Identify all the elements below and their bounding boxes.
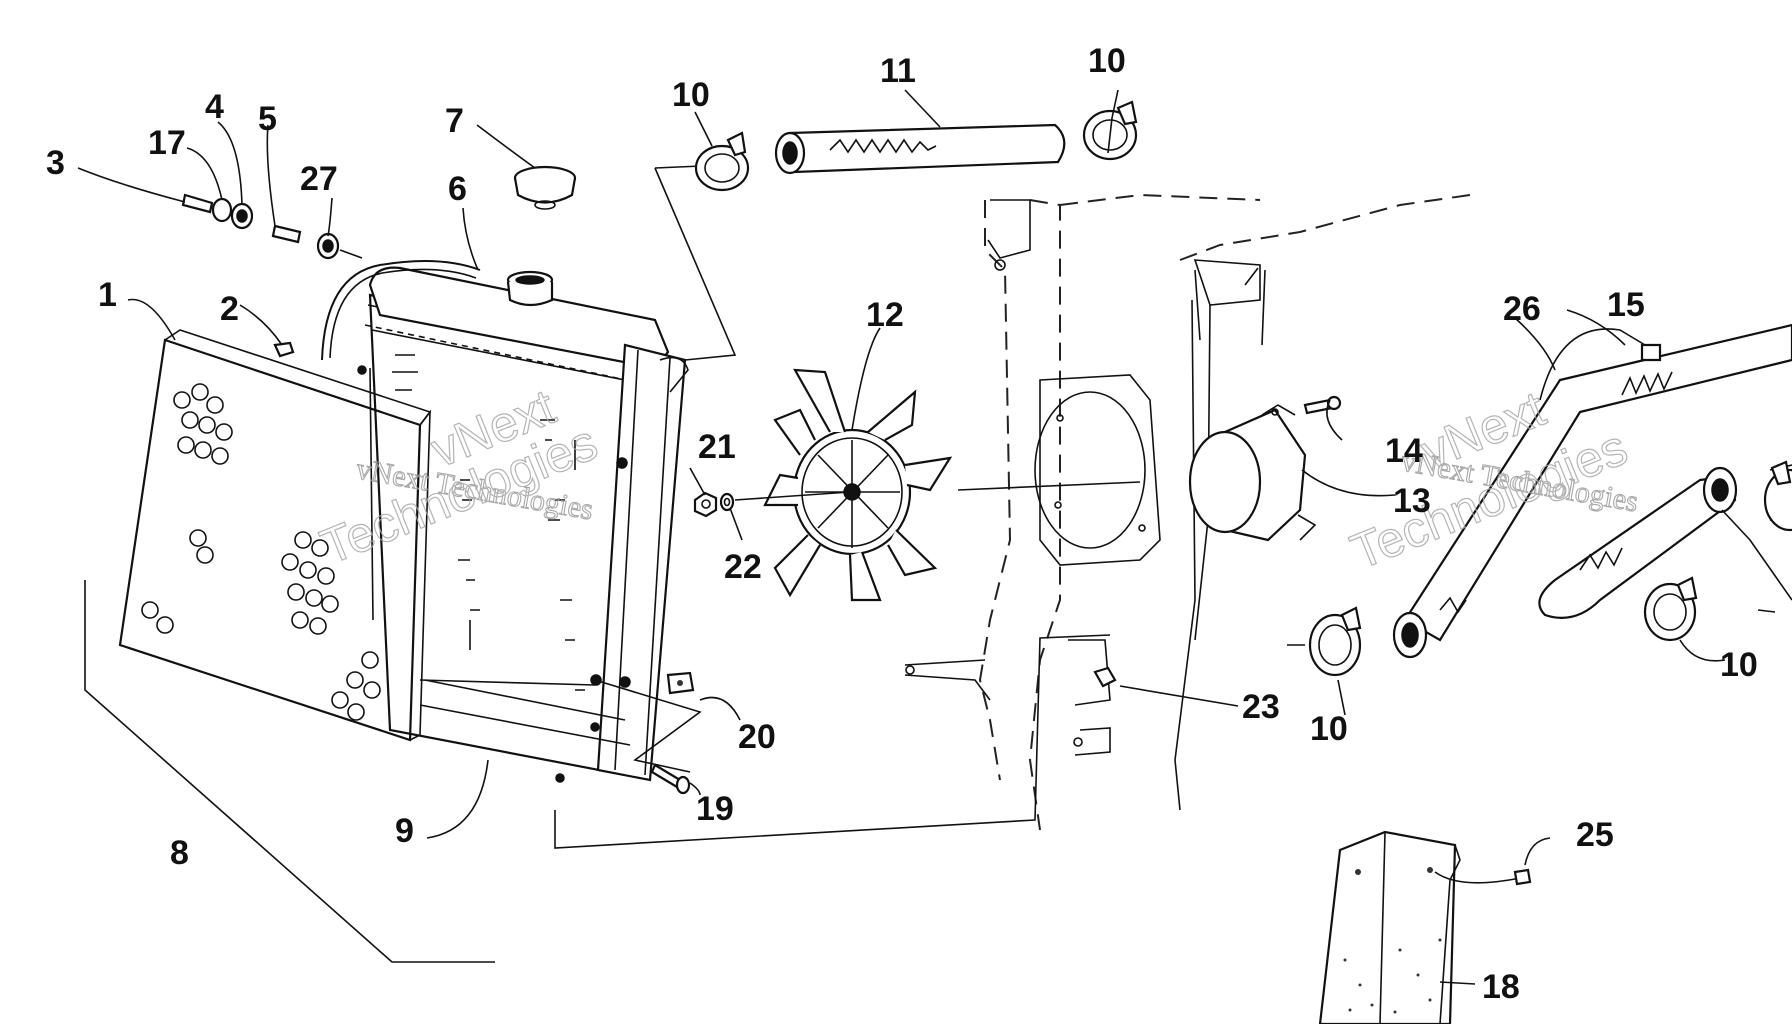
callout-10-lower-left: 10	[1310, 710, 1348, 748]
hose-clamp-right-edge	[1763, 460, 1792, 532]
callout-10-upper-right: 10	[1088, 42, 1126, 80]
upper-hose	[774, 123, 1066, 175]
callout-2: 2	[220, 290, 239, 328]
callout-10-upper-left: 10	[672, 76, 710, 114]
water-pump	[1188, 404, 1317, 542]
sensor-25	[1513, 868, 1532, 886]
radiator-grille-panel	[118, 329, 432, 742]
bypass-hose	[1538, 466, 1738, 619]
clip-2	[273, 341, 295, 358]
callout-6: 6	[448, 170, 467, 208]
callout-13: 13	[1393, 482, 1431, 520]
coolant-reservoir	[1318, 830, 1461, 1024]
callout-26: 26	[1503, 290, 1541, 328]
callout-11: 11	[880, 52, 916, 90]
radiator-filler-neck	[506, 270, 554, 307]
callout-12: 12	[866, 296, 904, 334]
callout-8: 8	[170, 834, 189, 872]
callout-20: 20	[738, 718, 776, 756]
callout-labels: 1 2 3 4 5 6 7 8 9 10 10 10 10 11 12 13 1…	[46, 42, 1758, 1006]
cooling-fan	[763, 368, 953, 602]
radiator-core	[357, 266, 689, 783]
drain-fitting-23	[1093, 666, 1117, 688]
callout-17: 17	[148, 124, 186, 162]
callout-7: 7	[445, 102, 464, 140]
hose-clamp-lower-left	[1308, 606, 1362, 677]
callout-23: 23	[1242, 688, 1280, 726]
callout-4: 4	[205, 88, 224, 126]
callout-18: 18	[1482, 968, 1520, 1006]
callout-25: 25	[1576, 816, 1614, 854]
washer-22	[719, 492, 735, 512]
mounting-bolt-stack	[181, 193, 363, 260]
callout-5: 5	[258, 100, 277, 138]
callout-22: 22	[724, 548, 762, 586]
leader-lines	[77, 89, 1726, 985]
hose-clamp-upper-left	[694, 131, 750, 192]
callout-3: 3	[46, 144, 65, 182]
radiator-cap	[513, 165, 577, 210]
overflow-tube	[321, 260, 481, 361]
radiator-core-fins	[392, 354, 585, 691]
nut-21	[693, 491, 718, 518]
callout-1: 1	[98, 276, 117, 314]
callout-19: 19	[696, 790, 734, 828]
grille-holes	[141, 383, 381, 721]
callout-15: 15	[1607, 286, 1645, 324]
callout-9: 9	[395, 812, 414, 850]
hose-clamp-lower-right	[1643, 576, 1698, 642]
lower-hose	[1392, 323, 1792, 659]
callout-27: 27	[300, 160, 338, 198]
callout-10-lower-right: 10	[1720, 646, 1758, 684]
callout-21: 21	[698, 428, 736, 466]
callout-14: 14	[1385, 432, 1423, 470]
